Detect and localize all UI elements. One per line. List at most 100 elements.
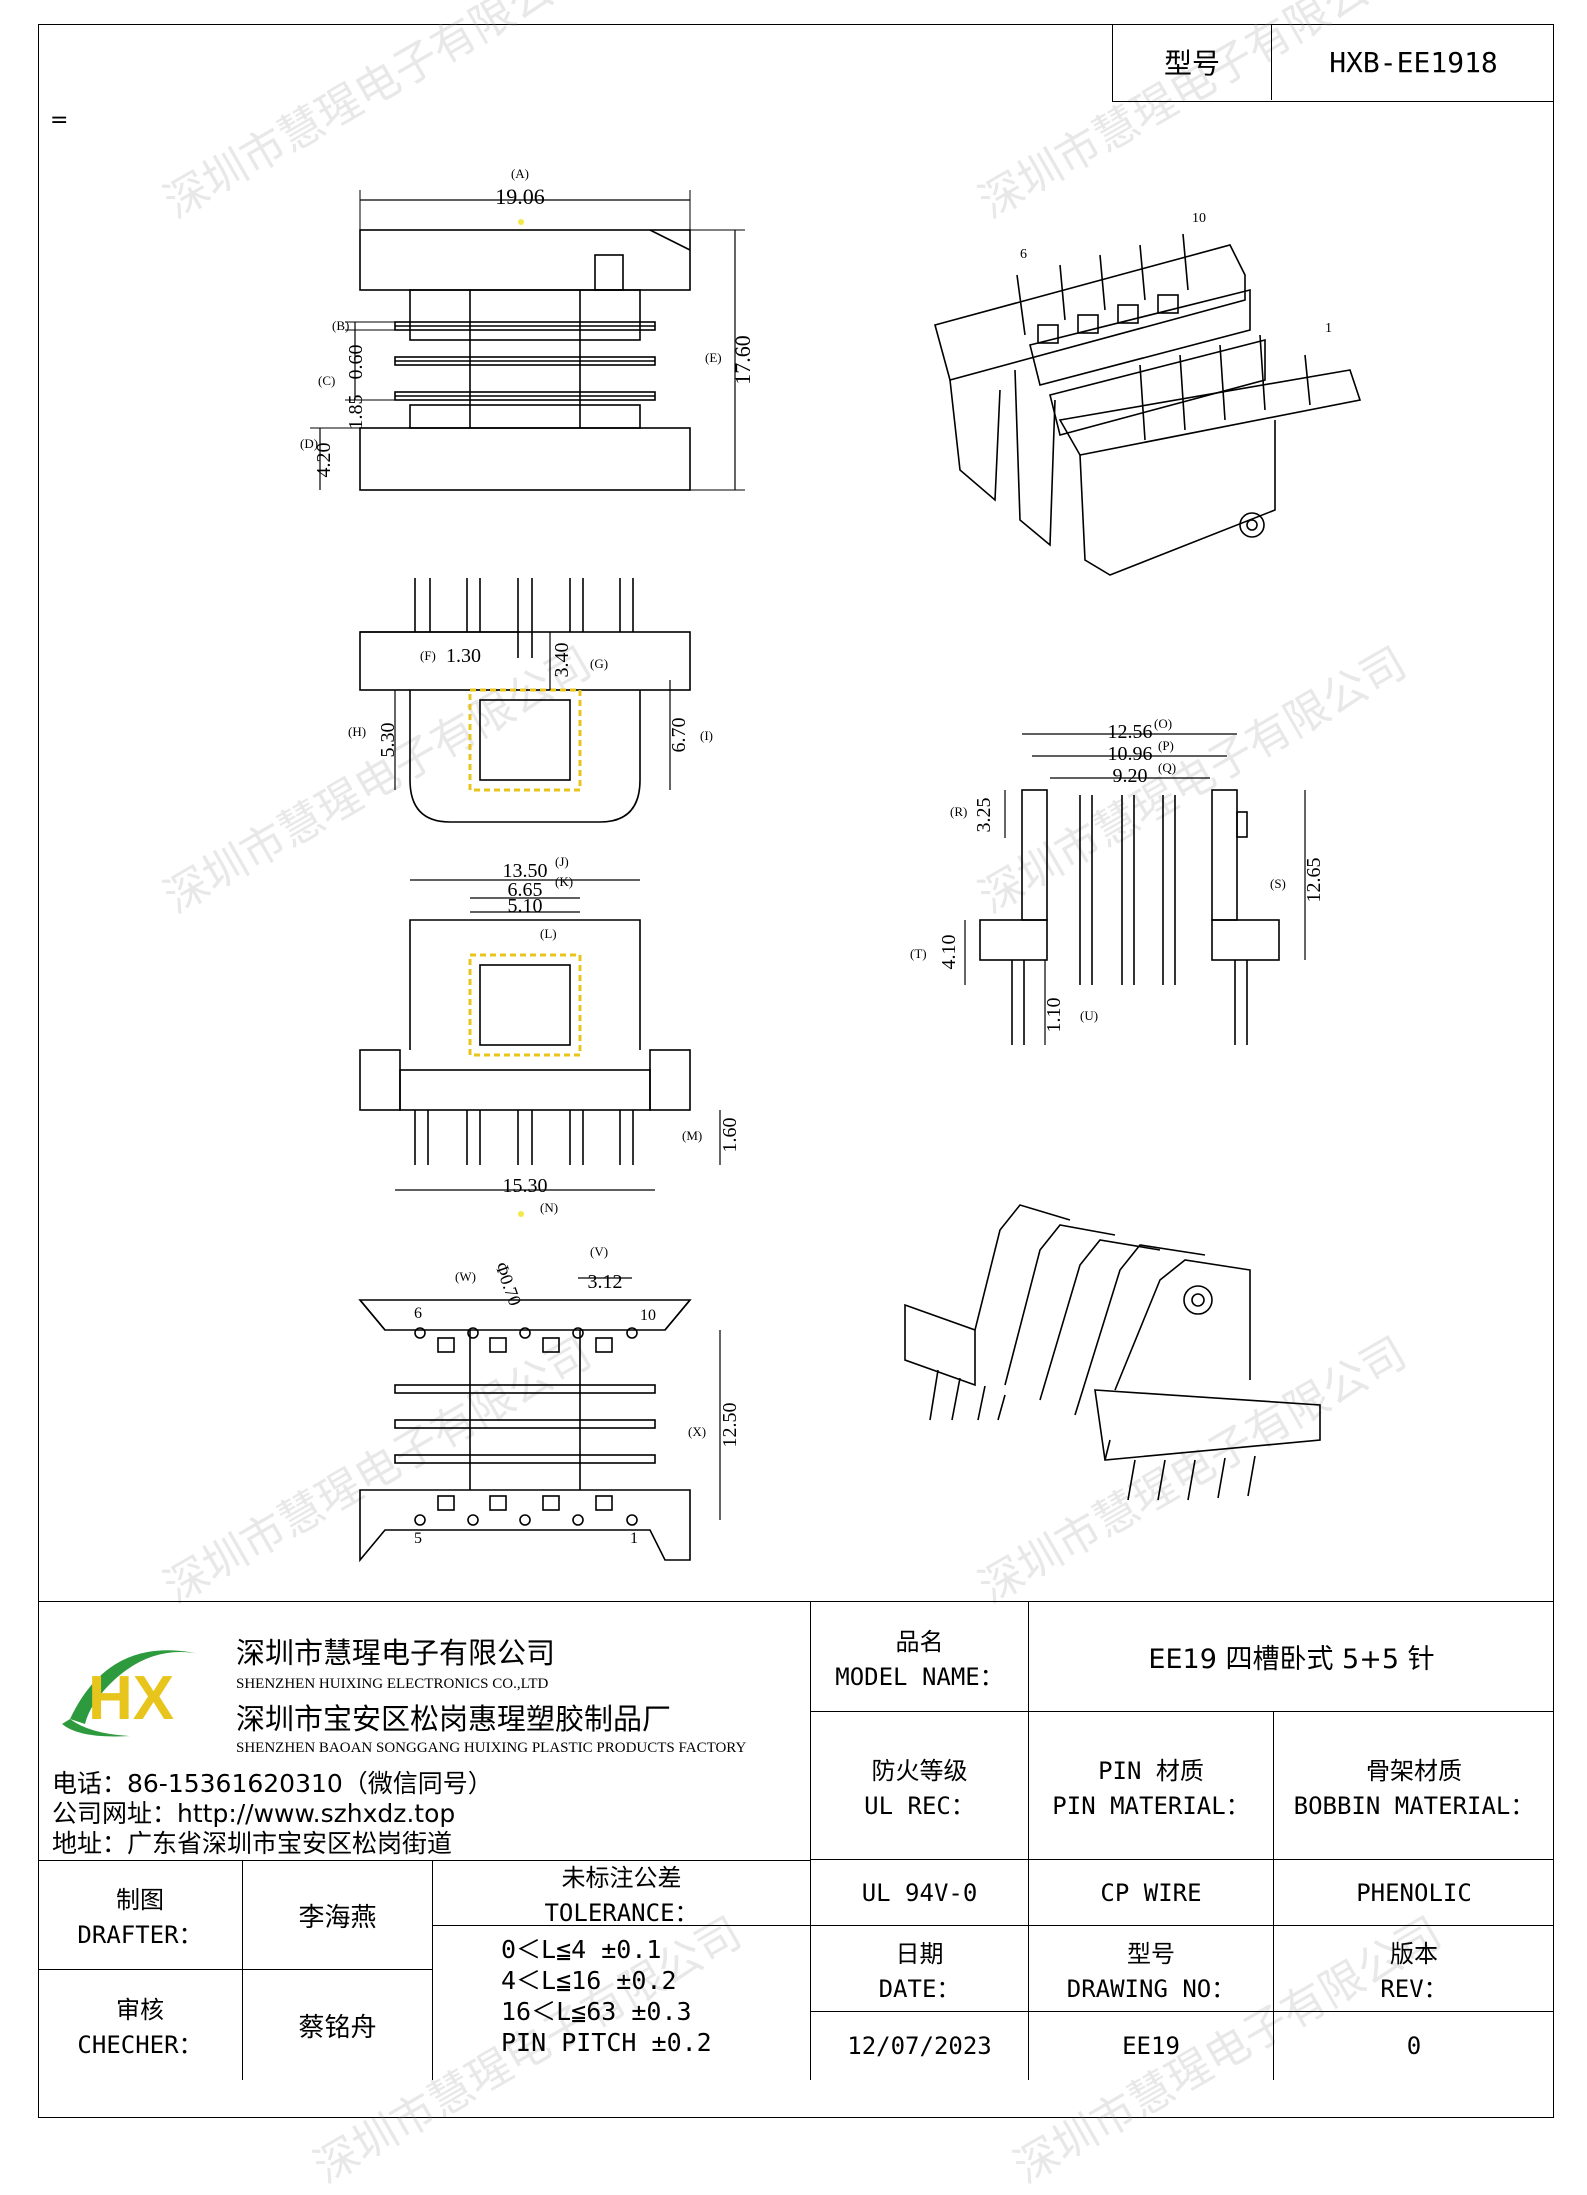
dim-R: 3.25 [973,798,995,833]
dim-060: 0.60 [345,345,367,380]
drawing-no-value: EE19 [1029,2012,1274,2080]
tolerance-label: 未标注公差 TOLERANCE： [433,1860,811,1927]
model-name-value: EE19 四槽卧式 5+5 针 [1029,1602,1554,1712]
tolerance-line: 16＜L≦63 ±0.3 [501,1997,692,2026]
label-C: (C) [318,373,335,388]
dim-T: 4.10 [938,935,960,970]
ul-value: UL 94V-0 [811,1860,1029,1926]
drawing-no-label: 型号 DRAWING NO： [1029,1926,1274,2012]
company-address: 地址：广东省深圳市宝安区松岗街道 [52,1829,453,1858]
checker-cn: 审核 [116,1996,164,2024]
dim-K: 6.65 [508,879,543,901]
pin-en: PIN MATERIAL： [1052,1791,1250,1820]
stray-mark: = [50,108,69,133]
label-Q: (Q) [1158,760,1176,775]
factory-name-en: SHENZHEN BAOAN SONGGANG HUIXING PLASTIC … [236,1740,747,1756]
svg-text:HX: HX [88,1664,174,1733]
pin-material-value: CP WIRE [1029,1860,1274,1926]
tolerance-line: PIN PITCH ±0.2 [501,2028,712,2057]
pin-label-1: 1 [630,1530,638,1547]
label-N: (N) [540,1200,558,1215]
pin-cn: PIN 材质 [1098,1756,1204,1785]
company-name-cn: 深圳市慧瑆电子有限公司 [236,1636,556,1670]
highlight-dot [518,219,524,225]
label-P: (P) [1158,738,1174,753]
date-value: 12/07/2023 [811,2012,1029,2080]
label-W: (W) [455,1269,476,1284]
dim-I: 6.70 [668,718,690,753]
model-name-en: MODEL NAME： [835,1662,1004,1691]
label-U: (U) [1080,1008,1098,1023]
dim-V: 3.12 [588,1271,623,1293]
title-block: HX 深圳市慧瑆电子有限公司 SHENZHEN HUIXING ELECTRON… [38,1601,1554,2118]
header-model-box: 型号 HXB-EE1918 [1112,24,1554,102]
highlight-dot [518,1211,524,1217]
label-E: (E) [705,350,722,365]
pin-material-label: PIN 材质 PIN MATERIAL： [1029,1712,1274,1860]
dim-F: 1.30 [446,645,481,667]
label-M: (M) [682,1128,702,1143]
rev-en: REV： [1380,1974,1448,2003]
label-I: (I) [700,728,713,743]
dim-Q: 9.20 [1113,765,1148,787]
company-logo: HX [62,1650,200,1737]
engineering-drawing: (A) 19.06 (B) (C) (D) (E) 17.60 0.60 1.8… [300,166,1362,1563]
drawing-no-cn: 型号 [1127,1939,1175,1968]
drawing-no-en: DRAWING NO： [1066,1974,1236,2003]
rev-value: 0 [1406,2032,1422,2060]
dim-185: 1.85 [345,395,367,430]
tolerance-line: 4＜L≦16 ±0.2 [501,1966,677,1995]
pin-view [358,1277,721,1563]
date-label: 日期 DATE： [811,1926,1029,2012]
drafter-en: DRAFTER： [77,1921,203,1949]
date-cn: 日期 [895,1939,944,1968]
label-H: (H) [348,724,366,739]
dim-P: 10.96 [1108,743,1153,765]
label-K: (K) [555,874,573,889]
dim-U: 1.10 [1043,998,1065,1033]
label-T: (T) [910,946,927,961]
header-model-value: HXB-EE1918 [1329,45,1498,79]
checker-label: 审核 CHECHER： [38,1970,243,2080]
label-J: (J) [555,854,569,869]
dim-E: 17.60 [730,335,755,385]
header-model-label: 型号 [1113,24,1272,100]
label-V: (V) [590,1244,608,1259]
drawing-frame [38,24,1554,2118]
tolerance-en: TOLERANCE： [544,1899,699,1927]
label-B: (B) [332,318,349,333]
pin-label-5: 5 [414,1530,422,1547]
pin-label-10: 10 [640,1307,656,1324]
factory-name-cn: 深圳市宝安区松岗惠瑆塑胶制品厂 [236,1702,672,1736]
checker-en: CHECHER： [77,2031,203,2059]
bobbin-material-label: 骨架材质 BOBBIN MATERIAL： [1274,1712,1554,1860]
bottom-view [359,879,721,1191]
rev-cn: 版本 [1390,1939,1438,1968]
drafter-value: 李海燕 [243,1860,433,1970]
iso-view-bottom [904,1204,1321,1501]
label-S: (S) [1270,876,1286,891]
company-name-en: SHENZHEN HUIXING ELECTRONICS CO.,LTD [236,1676,549,1692]
ul-label: 防火等级 UL REC： [811,1712,1029,1860]
dim-420: 4.20 [313,443,335,478]
dim-N: 15.30 [503,1175,548,1197]
pin-label-6: 6 [414,1305,422,1322]
dim-X: 12.50 [719,1403,741,1448]
drafter-label: 制图 DRAFTER： [38,1860,243,1970]
front-view [359,578,691,823]
dim-J: 13.50 [503,860,548,882]
bobbin-cn: 骨架材质 [1366,1756,1462,1785]
drafter-cn: 制图 [116,1886,164,1914]
iso-view-top [934,233,1362,576]
label-F: (F) [420,648,436,663]
label-G: (G) [590,656,608,671]
dim-G: 3.40 [551,643,573,678]
dim-L: 5.10 [508,895,543,917]
top-view [310,190,745,491]
dim-O: 12.56 [1108,721,1153,743]
checker-value: 蔡铭舟 [243,1970,433,2080]
rev-label: 版本 REV： [1274,1926,1554,2012]
iso-pin-1: 1 [1325,321,1332,336]
iso-pin-6: 6 [1020,247,1027,262]
dim-M: 1.60 [719,1118,741,1153]
